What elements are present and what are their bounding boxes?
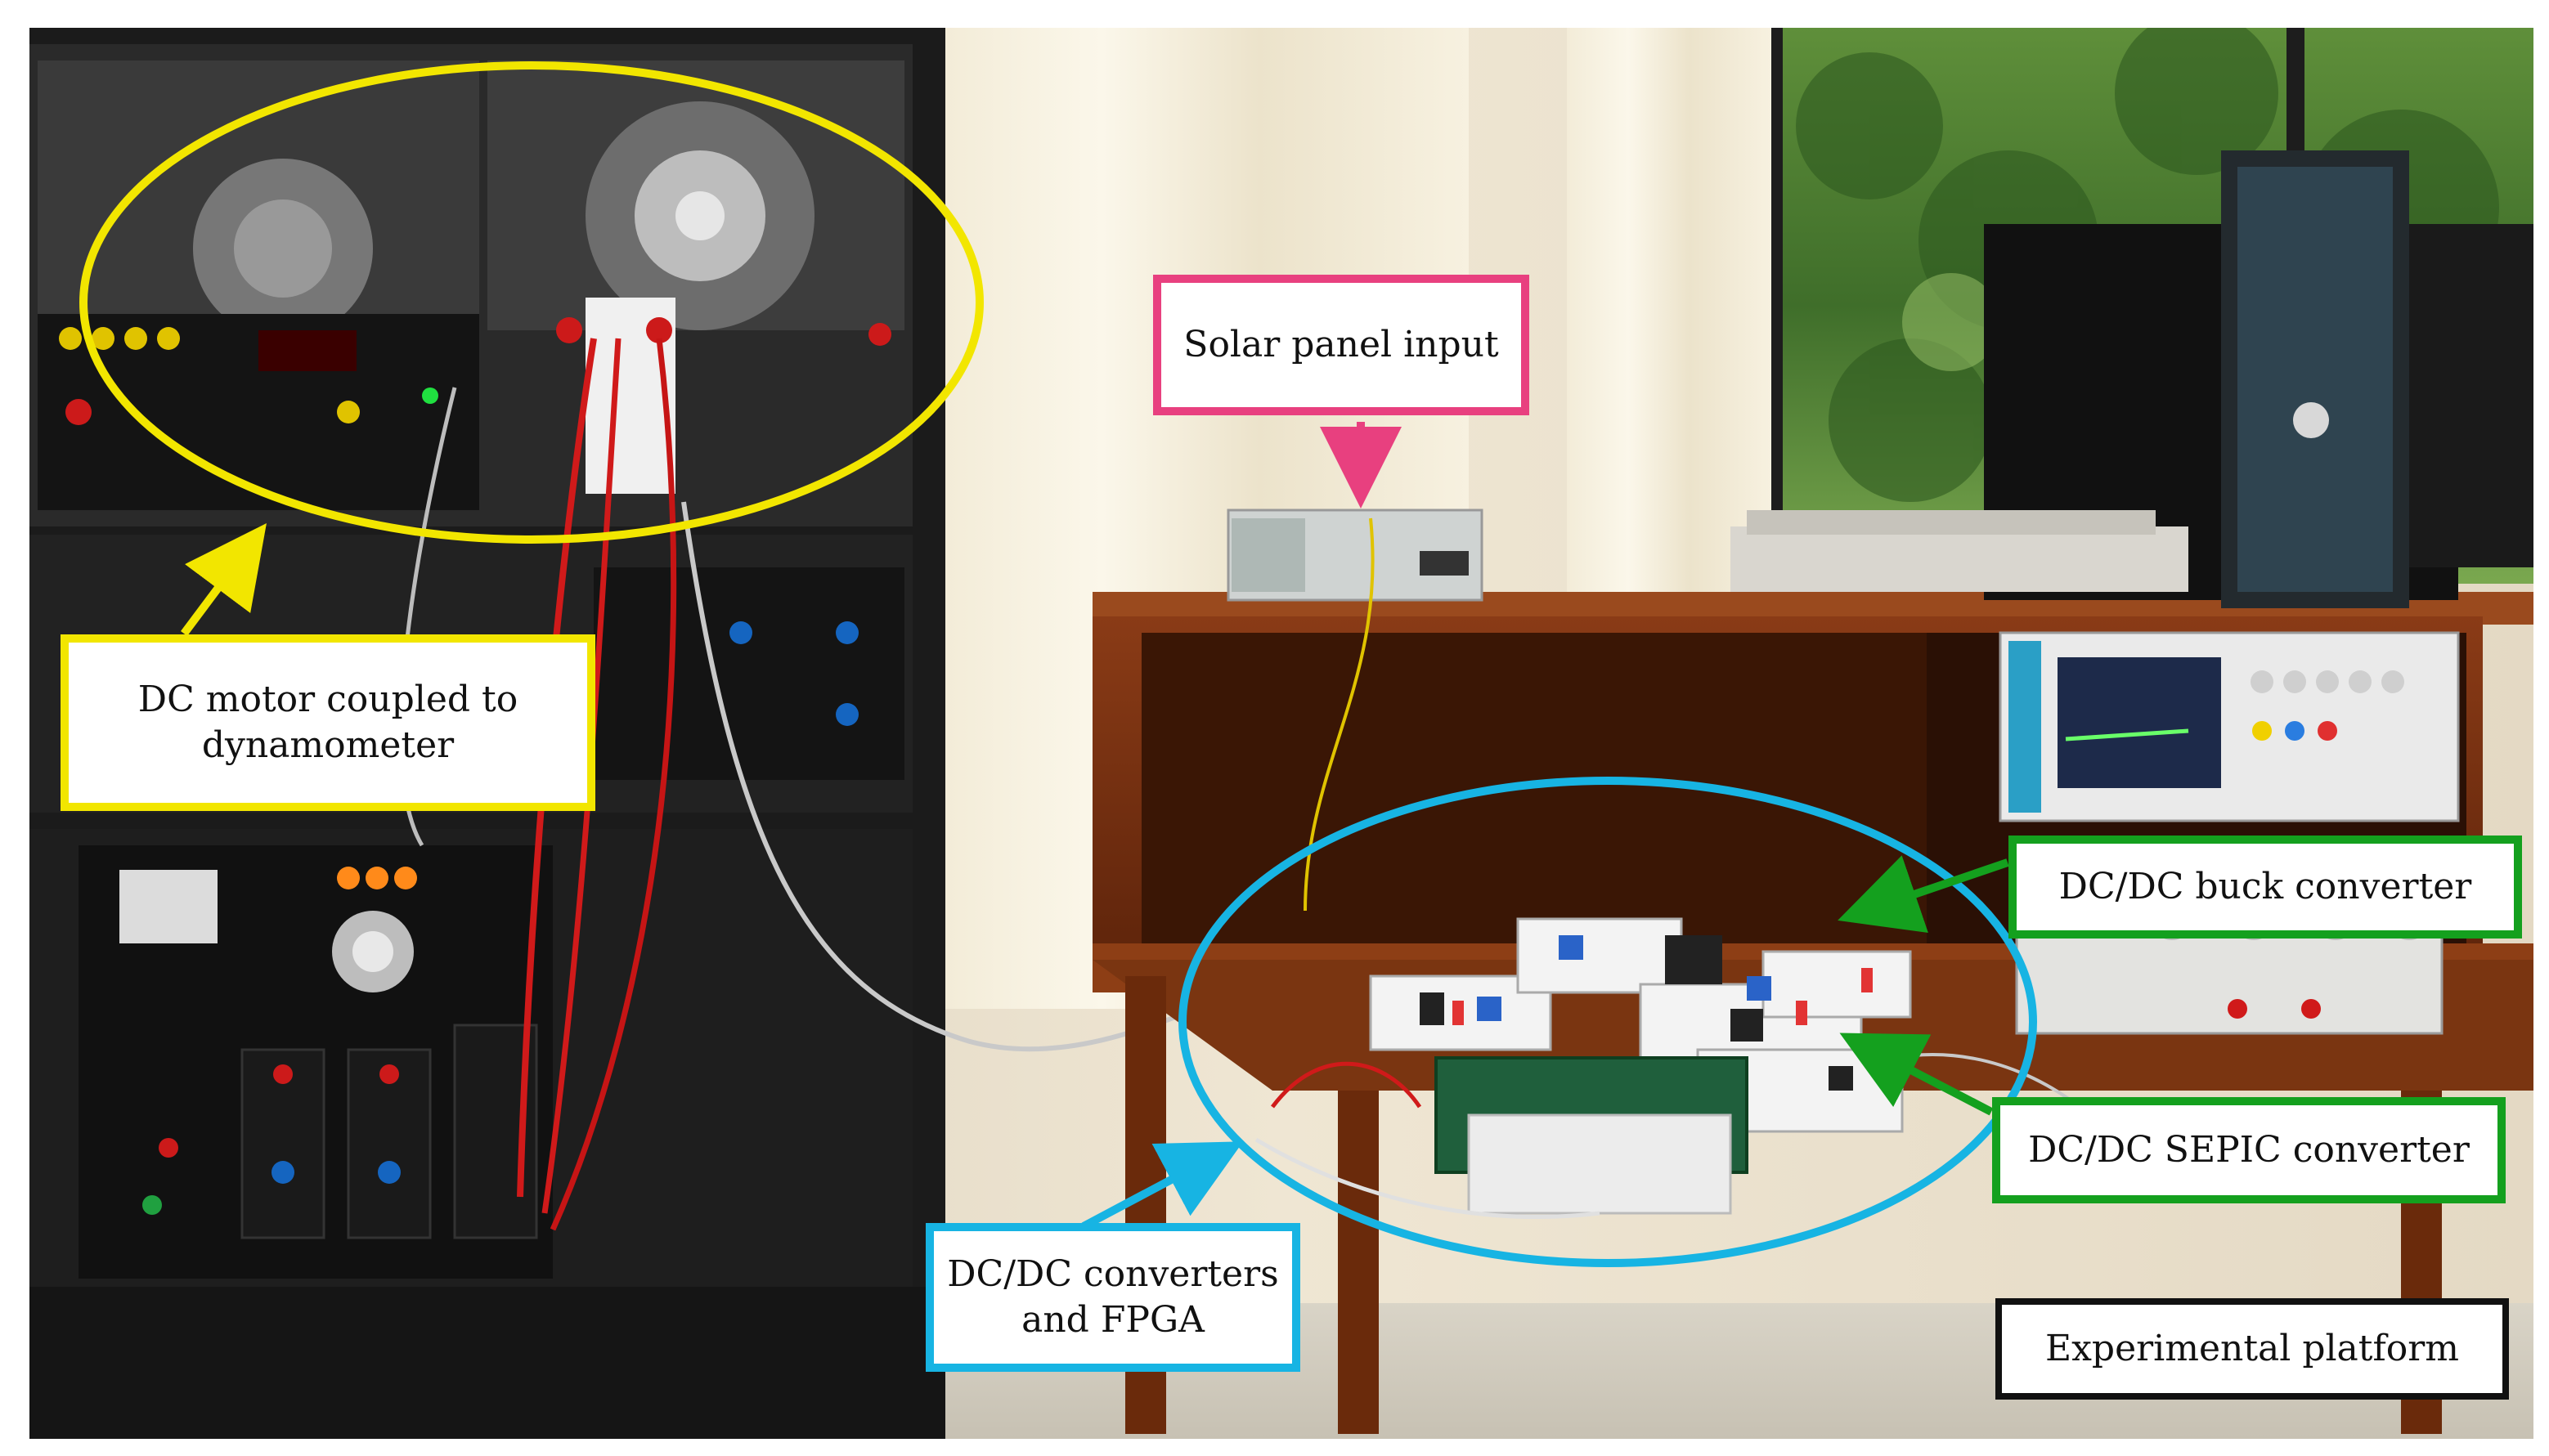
converters-fpga-label-line1: DC/DC converters bbox=[947, 1252, 1279, 1295]
buck-converter-label: DC/DC buck converter bbox=[2008, 836, 2522, 939]
solar-panel-label: Solar panel input bbox=[1153, 275, 1529, 415]
solar-panel-label-text: Solar panel input bbox=[1183, 323, 1499, 365]
experimental-platform-label: Experimental platform bbox=[1995, 1298, 2509, 1400]
sepic-converter-label: DC/DC SEPIC converter bbox=[1992, 1097, 2506, 1203]
converters-fpga-label: DC/DC converters and FPGA bbox=[926, 1223, 1300, 1372]
converters-fpga-label-line2: and FPGA bbox=[1021, 1299, 1205, 1341]
buck-converter-label-text: DC/DC buck converter bbox=[2058, 865, 2472, 907]
dc-motor-label-line2: dynamometer bbox=[201, 724, 455, 766]
dc-motor-label: DC motor coupled to dynamometer bbox=[61, 634, 595, 811]
experimental-platform-label-text: Experimental platform bbox=[2045, 1327, 2459, 1369]
dc-motor-label-line1: DC motor coupled to bbox=[137, 678, 518, 720]
sepic-converter-label-text: DC/DC SEPIC converter bbox=[2028, 1128, 2470, 1171]
